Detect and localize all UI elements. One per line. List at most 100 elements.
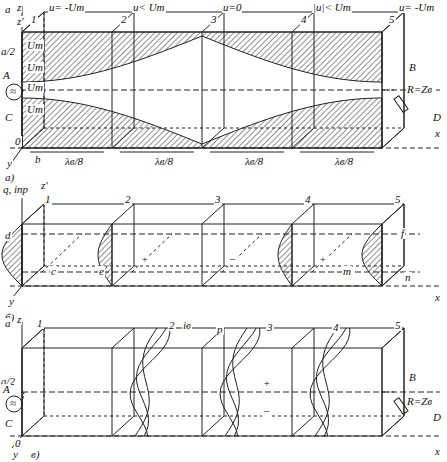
label: x [434, 292, 441, 303]
cross-section [382, 12, 404, 148]
current-arrow [42, 234, 82, 272]
label: f [400, 228, 405, 239]
label: 4 [304, 194, 312, 205]
label: |u|< Um [312, 2, 352, 13]
label: − [228, 254, 237, 265]
displacement-current [310, 328, 350, 436]
waveguide-side-face [382, 328, 404, 436]
cross-section [382, 328, 404, 436]
cross-section [22, 204, 44, 286]
dimension-line [300, 152, 374, 153]
label: n [404, 272, 412, 283]
axis-a2 [22, 90, 440, 91]
generator-symbol [6, 396, 22, 412]
cross-section [292, 204, 314, 286]
label: R=Zв [406, 84, 433, 95]
current-arrow [222, 234, 262, 272]
label: Um [26, 62, 44, 73]
label: y [8, 296, 15, 307]
label: u=0 [222, 2, 242, 13]
displacement-current [130, 328, 170, 436]
cross-section [202, 328, 224, 436]
cross-section [112, 204, 134, 286]
label: u= -Um [48, 2, 85, 13]
waveguide-top-face [22, 12, 404, 32]
y-axis [12, 148, 22, 162]
label: z' [16, 16, 25, 27]
label: C [4, 112, 13, 123]
label: λв/8 [334, 156, 354, 167]
load-lead [382, 90, 394, 91]
label: a [4, 318, 12, 329]
waveguide-side-face [382, 204, 404, 286]
generator-lead [22, 392, 24, 404]
cross-section [382, 204, 404, 286]
label: y [6, 158, 13, 169]
label: B [408, 62, 417, 73]
label: D [432, 112, 442, 123]
label: a [4, 4, 12, 15]
current-arrow [132, 234, 172, 272]
axis-a2 [22, 392, 440, 393]
load-lead [382, 392, 394, 393]
label: Um [26, 104, 44, 115]
dimension-line [210, 152, 284, 153]
label: e [98, 266, 105, 277]
label: b [34, 154, 42, 165]
label: q, iпр [2, 184, 29, 195]
field-line [22, 272, 420, 273]
label: R=Zв [406, 396, 433, 407]
label: 0 [14, 438, 22, 449]
label: 3 [210, 14, 218, 25]
current-distribution [278, 224, 292, 286]
z-axis [22, 322, 23, 436]
label: 4 [300, 14, 308, 25]
label: + [262, 378, 271, 389]
label: D [432, 412, 442, 423]
label: 2 [124, 194, 132, 205]
label: z [16, 2, 22, 13]
current-distribution [2, 224, 22, 286]
label: 0 [14, 136, 22, 147]
label: в) [30, 449, 40, 460]
y-axis [12, 436, 22, 448]
label: + [140, 254, 149, 265]
label: λв/8 [154, 156, 174, 167]
label: p [216, 324, 224, 335]
label: 3 [266, 322, 274, 333]
label: 2 [168, 320, 176, 331]
cross-section [292, 328, 314, 436]
label: 1 [44, 194, 52, 205]
label: λв/8 [64, 156, 84, 167]
label: 5 [394, 194, 402, 205]
current-distribution [98, 224, 112, 286]
label: + [318, 254, 327, 265]
label: − [262, 406, 271, 417]
label: 5 [394, 320, 402, 331]
x-axis [10, 286, 440, 287]
label: c [50, 266, 57, 277]
generator-symbol [6, 84, 22, 100]
label: 1 [30, 14, 38, 25]
generator-lead [22, 90, 24, 92]
cross-section [22, 328, 44, 436]
label: z [16, 314, 22, 325]
label: y [12, 449, 19, 460]
label: A [2, 70, 11, 81]
charge-region [22, 32, 382, 82]
label: z' [40, 180, 49, 191]
label: m [342, 266, 352, 277]
label: iв [182, 320, 192, 331]
label: Um [26, 82, 44, 93]
label: ≈ [9, 86, 17, 97]
label: u= -Um [398, 2, 435, 13]
label: d [4, 230, 12, 241]
label: a/2 [0, 46, 16, 57]
displacement-current [220, 328, 260, 436]
label: 3 [214, 194, 222, 205]
dimension-line [30, 152, 104, 153]
label: Um [26, 40, 44, 51]
label: a) [4, 172, 15, 183]
label: λв/8 [244, 156, 264, 167]
